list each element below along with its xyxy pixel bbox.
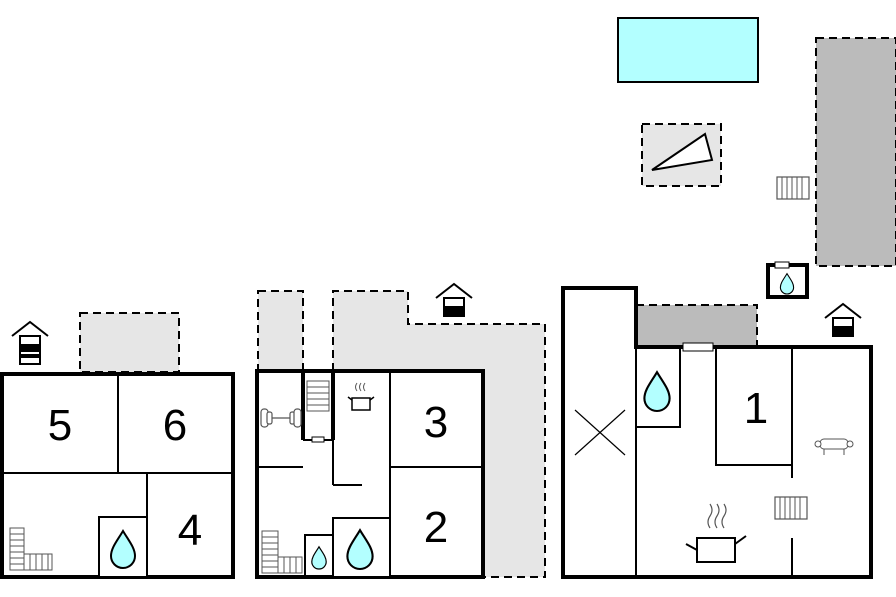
stairs-icon xyxy=(306,380,330,412)
radiator-icon xyxy=(774,496,808,520)
stairs-icon xyxy=(9,527,53,571)
terrace-left xyxy=(79,312,180,373)
terrace-middle-small xyxy=(257,290,304,372)
house-entrance-icon xyxy=(435,283,473,317)
carport-large xyxy=(815,37,896,267)
room-1-label: 1 xyxy=(744,384,768,433)
building-left: 5 6 4 xyxy=(0,312,235,579)
dumbbell-icon xyxy=(260,408,302,428)
room-3-label: 3 xyxy=(424,398,448,447)
swimming-pool-icon xyxy=(617,17,759,83)
outdoor-area xyxy=(617,17,896,299)
stairs-icon xyxy=(261,530,303,574)
cooking-pot-icon xyxy=(347,382,375,411)
carport-strip xyxy=(635,304,758,347)
room-2-label: 2 xyxy=(424,503,448,552)
house-entrance-icon xyxy=(824,303,862,337)
sun-lounger-icon xyxy=(651,132,714,171)
room-4-label: 4 xyxy=(178,506,202,555)
sofa-icon xyxy=(814,438,854,455)
building-middle: 3 2 xyxy=(255,283,546,579)
cooking-pot-icon xyxy=(685,503,747,563)
radiator-icon xyxy=(776,176,810,200)
house-entrance-icon xyxy=(11,320,49,365)
building-right: 1 xyxy=(561,286,873,579)
room-5-label: 5 xyxy=(48,401,72,450)
room-6-label: 6 xyxy=(163,401,187,450)
terrace-middle-large xyxy=(332,290,546,578)
